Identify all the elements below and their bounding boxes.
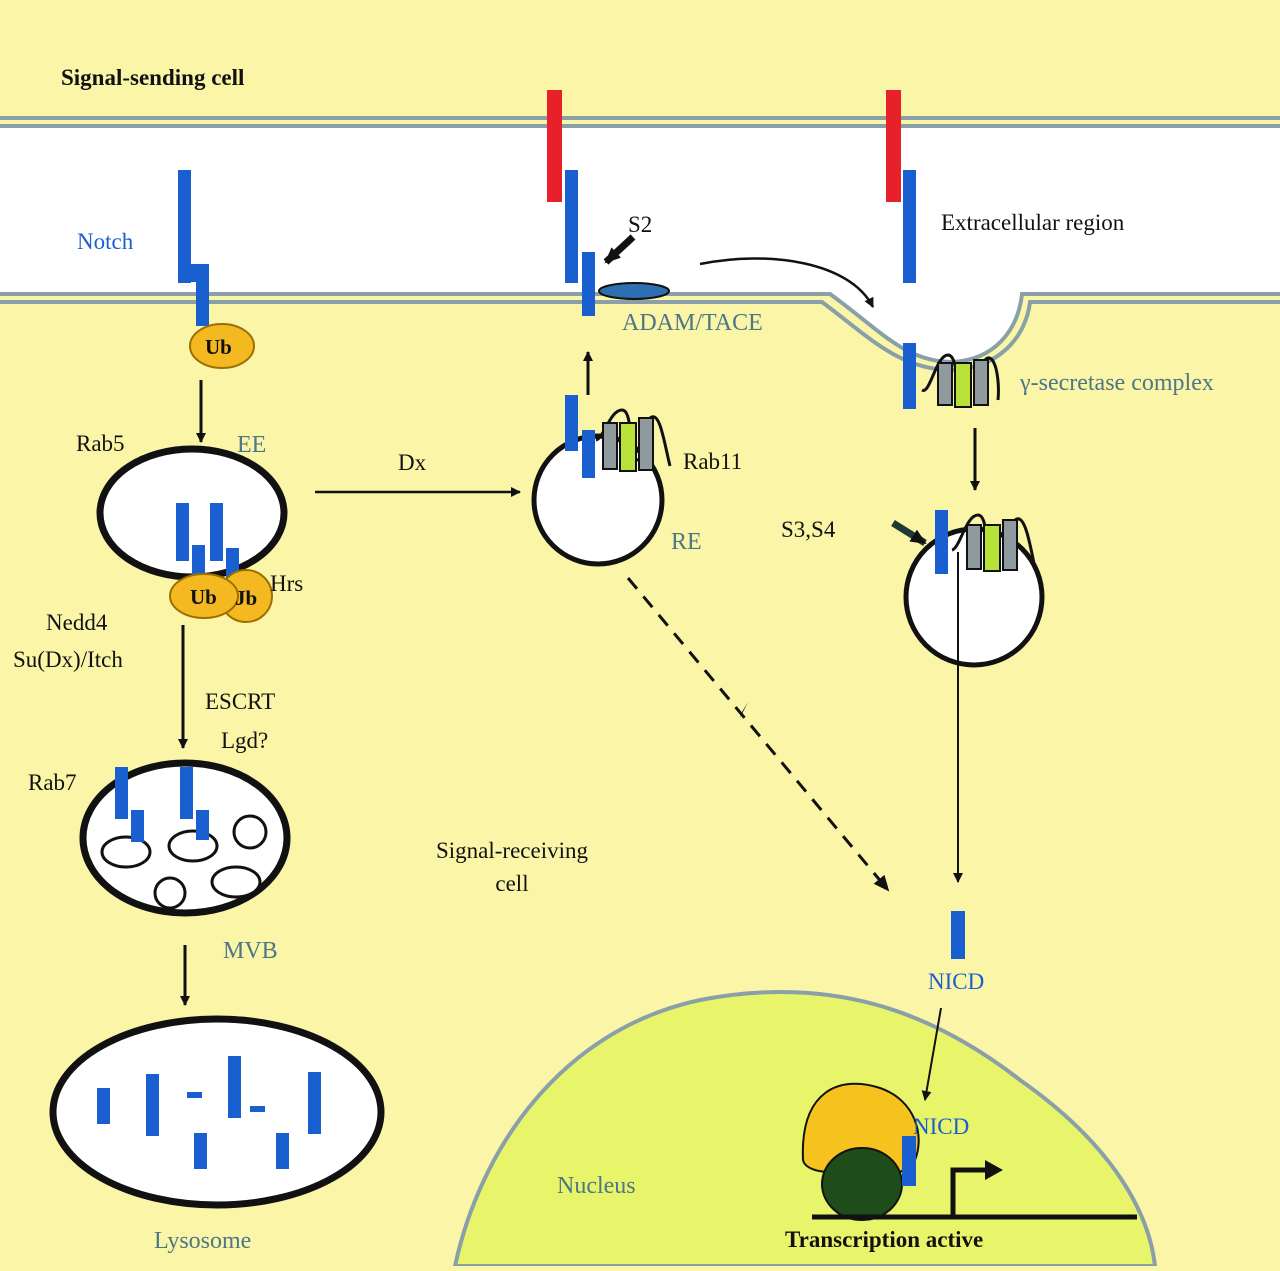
extracellular-region: [0, 125, 1280, 362]
endocytosis-arrow: [699, 257, 875, 308]
gamma-secretase-complex-re: [595, 408, 672, 472]
ubiquitin-ee-front: [169, 573, 239, 619]
notch-degraded-fragments: [97, 1056, 321, 1169]
label-escrt: ESCRT: [205, 689, 275, 714]
mvb-intraluminal-vesicles: [100, 814, 268, 910]
label-sudx-itch: Su(Dx)/Itch: [13, 647, 123, 672]
transcription-arrow-head: [985, 1160, 1003, 1180]
label-extracellular-region: Extracellular region: [941, 210, 1125, 235]
label-nucleus: Nucleus: [557, 1173, 636, 1199]
dashed-arrow-midpoint: [740, 702, 748, 718]
label-signal-sending-cell: Signal-sending cell: [61, 65, 244, 90]
label-signal-receiving-line1: Signal-receiving: [436, 838, 589, 863]
label-notch: Notch: [77, 229, 134, 254]
label-signal-receiving-line2: cell: [495, 871, 528, 896]
label-ee: EE: [237, 432, 266, 458]
notch-receptor-surface: [178, 170, 209, 326]
label-rab7: Rab7: [28, 770, 77, 795]
arrow-nicd-to-nucleus: [921, 1007, 942, 1101]
notch-receptor-s2: [565, 170, 595, 316]
label-lgd: Lgd?: [221, 728, 268, 753]
label-transcription-active: Transcription active: [785, 1227, 983, 1252]
label-nicd-nucleus: NICD: [913, 1114, 969, 1139]
label-rab5: Rab5: [76, 431, 125, 456]
notch-s3s4: [935, 510, 948, 574]
sending-cell-membrane: [0, 116, 1280, 128]
label-ub-ee: Ub: [190, 585, 217, 609]
dashed-arrow-re-to-nicd: [626, 577, 890, 892]
label-hrs: Hrs: [270, 571, 303, 596]
lysosome: [49, 1015, 385, 1209]
nicd-fragment: [951, 911, 965, 959]
adam-tace-protease: [598, 282, 670, 300]
notch-extracellular-domain: [903, 170, 916, 283]
ubiquitin-tag: [189, 323, 255, 369]
label-nicd: NICD: [928, 969, 984, 994]
ligand-middle: [547, 90, 562, 202]
label-mvb: MVB: [223, 938, 278, 964]
notch-mvb: [115, 767, 209, 842]
label-s2: S2: [628, 212, 652, 237]
label-lysosome: Lysosome: [154, 1228, 251, 1254]
label-gamma-secretase: γ-secretase complex: [1019, 370, 1214, 396]
gamma-secretase-complex-top: [921, 353, 1000, 408]
csl-dna-binding-factor: [821, 1147, 903, 1221]
nicd-in-nucleus: [902, 1136, 916, 1186]
transcription-start-arrow: [950, 1167, 990, 1217]
label-re: RE: [671, 529, 702, 555]
s3s4-cleavage-arrow: [891, 520, 927, 546]
label-nedd4: Nedd4: [46, 610, 108, 635]
label-adam-tace: ADAM/TACE: [622, 310, 763, 336]
label-s3s4: S3,S4: [781, 517, 836, 542]
gamma-secretase-complex-vesicle: [951, 513, 1037, 572]
label-dx: Dx: [398, 450, 427, 475]
notch-re: [565, 395, 595, 478]
label-rab11: Rab11: [683, 449, 742, 474]
s2-cleavage-arrow: [603, 234, 636, 265]
label-ub-ee-partial: Jb: [235, 586, 257, 610]
ligand-right: [886, 90, 901, 202]
notch-next: [903, 343, 916, 409]
label-ub: Ub: [205, 335, 232, 359]
